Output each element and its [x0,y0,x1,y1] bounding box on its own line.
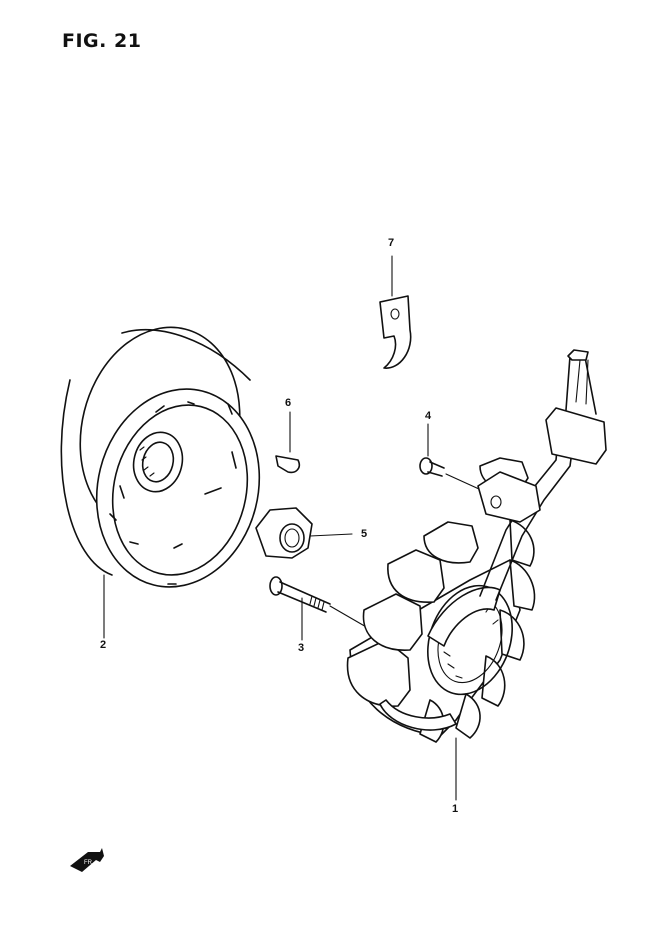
flywheel-rotor[interactable] [59,310,280,639]
stator-assembly[interactable] [346,349,607,801]
callout-7: 7 [388,237,395,249]
callout-6: 6 [285,397,292,409]
figure-title: FIG. 21 [62,30,142,52]
callout-5: 5 [361,528,368,540]
stator-bolt[interactable] [269,576,369,641]
wire-clamp[interactable] [379,255,412,369]
clamp-screw[interactable] [419,423,491,495]
callout-1: 1 [452,803,459,815]
fr-arrow-icon: FR [70,848,104,872]
flange-nut[interactable] [255,507,353,559]
callout-4: 4 [425,410,432,422]
svg-text:FR: FR [84,860,93,866]
callout-3: 3 [298,642,305,654]
woodruff-key[interactable] [275,411,301,474]
callout-2: 2 [100,639,107,651]
